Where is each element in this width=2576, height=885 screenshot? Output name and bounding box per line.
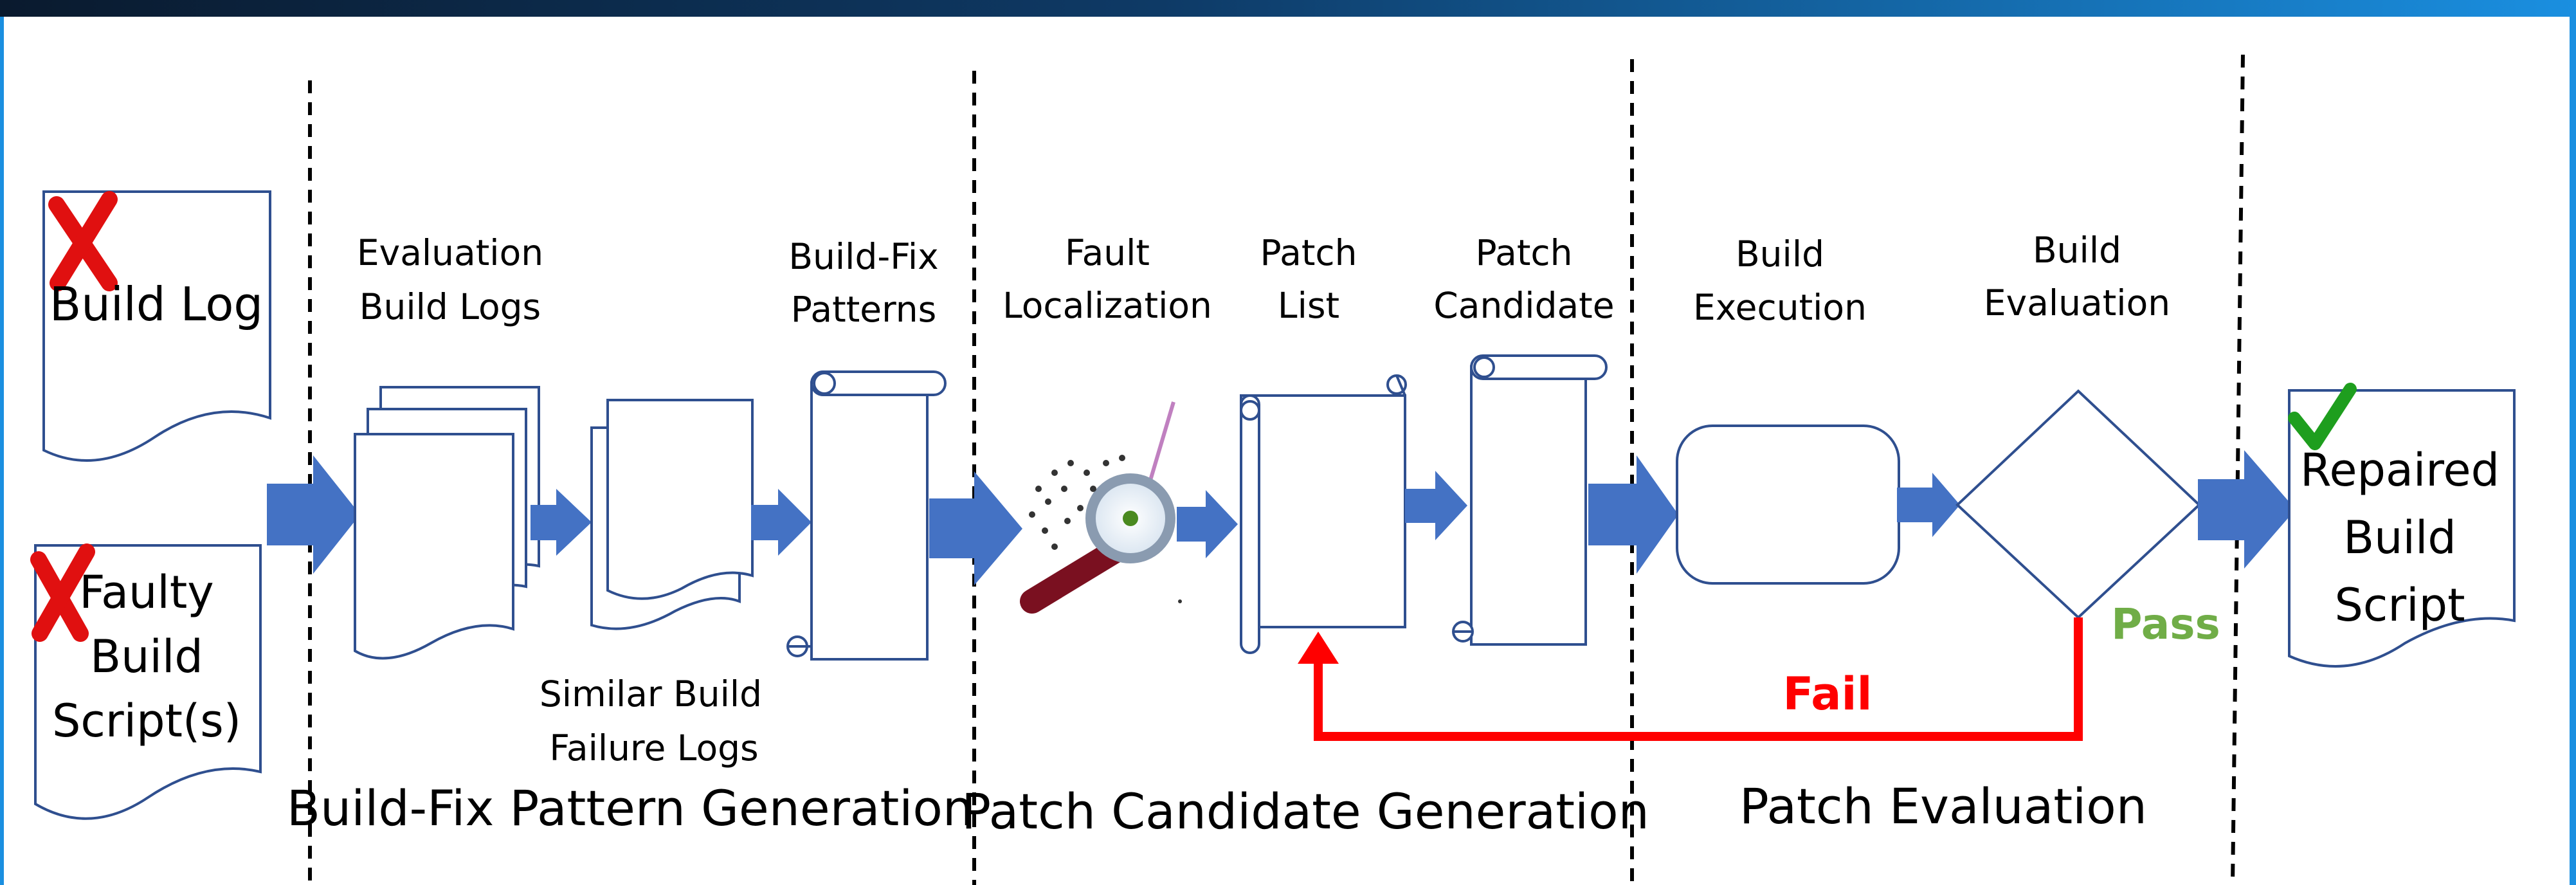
fail-label: Fail [1783, 668, 1873, 720]
arrow-s2-b [1405, 471, 1467, 540]
repaired-check-icon [2288, 383, 2357, 450]
patterns-label-line1: Build-Fix [788, 236, 938, 277]
faulty-script-label-line3: Script(s) [52, 695, 241, 747]
fail-loop-line [1314, 617, 2083, 741]
repaired-label-line3: Script [2334, 579, 2465, 632]
section1-title: Build-Fix Pattern Generation [287, 780, 974, 837]
faulty-script-label-line2: Build [90, 630, 203, 683]
s3-to-output-arrow [2198, 450, 2296, 569]
build-fix-patterns-scroll-icon [786, 370, 947, 661]
patch-candidate-scroll-icon [1452, 354, 1608, 646]
arrow-s3-a [1897, 473, 1960, 537]
right-frame [2570, 17, 2576, 885]
patch-candidate-label-line1: Patch [1475, 232, 1572, 273]
left-frame [0, 17, 4, 885]
s1-to-s2-arrow [929, 471, 1022, 585]
faulty-script-document [34, 544, 262, 820]
build-execution-box [1676, 424, 1900, 585]
build-log-label: Build Log [50, 277, 263, 331]
similar-logs-label-line1: Similar Build [540, 673, 762, 715]
section2-title: Patch Candidate Generation [961, 783, 1649, 840]
patch-list-label-line2: List [1278, 285, 1339, 326]
build-log-cross-icon [48, 191, 118, 291]
patch-candidate-label-line2: Candidate [1433, 285, 1614, 326]
faulty-script-label-line1: Faulty [79, 566, 213, 619]
arrow-s2-a [1177, 490, 1238, 558]
evaluation-build-logs-icon [354, 386, 540, 660]
eval-logs-label-line1: Evaluation [357, 232, 543, 273]
similar-logs-label-line2: Failure Logs [549, 727, 758, 769]
patch-list-scroll-icon [1240, 374, 1407, 654]
magnifier-bug-icon [1020, 401, 1182, 614]
repaired-label-line2: Build [2343, 511, 2456, 564]
eval-logs-label-line2: Build Logs [359, 286, 541, 327]
s2-to-s3-arrow [1588, 455, 1678, 574]
patch-list-label-line1: Patch [1260, 232, 1357, 273]
pass-label: Pass [2111, 599, 2220, 649]
build-evaluation-label-line1: Build [2033, 230, 2121, 271]
fault-loc-label-line1: Fault [1065, 232, 1150, 273]
arrow-s1-b [751, 489, 812, 556]
build-execution-label-line1: Build [1736, 233, 1824, 275]
faulty-script-cross-icon [30, 543, 95, 642]
top-bar [0, 0, 2576, 17]
input-arrow [267, 455, 360, 574]
fail-loop-arrowhead [1298, 632, 1339, 664]
patterns-label-line2: Patterns [791, 289, 937, 330]
build-evaluation-diamond [1955, 389, 2201, 619]
fault-loc-label-line2: Localization [1002, 285, 1212, 326]
separator-4 [2231, 54, 2245, 885]
arrow-s1-a [531, 489, 592, 556]
repaired-label-line1: Repaired [2300, 444, 2499, 497]
similar-failure-logs-icon [590, 399, 754, 630]
repaired-script-document [2288, 389, 2516, 668]
build-evaluation-label-line2: Evaluation [1984, 282, 2170, 324]
build-execution-label-line2: Execution [1693, 287, 1867, 328]
section3-title: Patch Evaluation [1739, 778, 2147, 835]
